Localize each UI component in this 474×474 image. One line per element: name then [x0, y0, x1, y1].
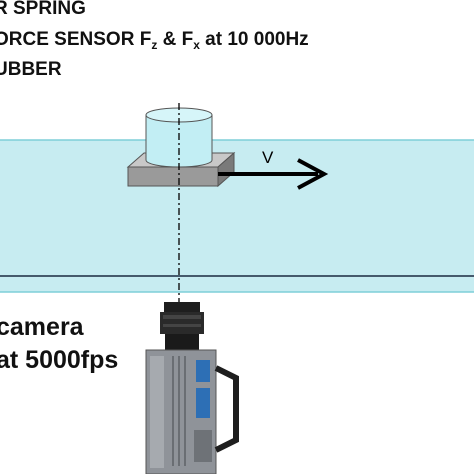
transparent-band: [0, 140, 474, 292]
camera-framerate-label: at 5000fps: [0, 346, 119, 374]
title-line-spring: R SPRING: [0, 0, 86, 19]
camera-label: camera: [0, 313, 84, 341]
velocity-arrow: [218, 158, 329, 190]
velocity-label: V: [262, 148, 274, 167]
camera-icon: [145, 302, 239, 474]
title-line-force-sensor: ORCE SENSOR Fz & Fx at 10 000Hz: [0, 29, 309, 52]
title-line-rubber: UBBER: [0, 59, 62, 80]
